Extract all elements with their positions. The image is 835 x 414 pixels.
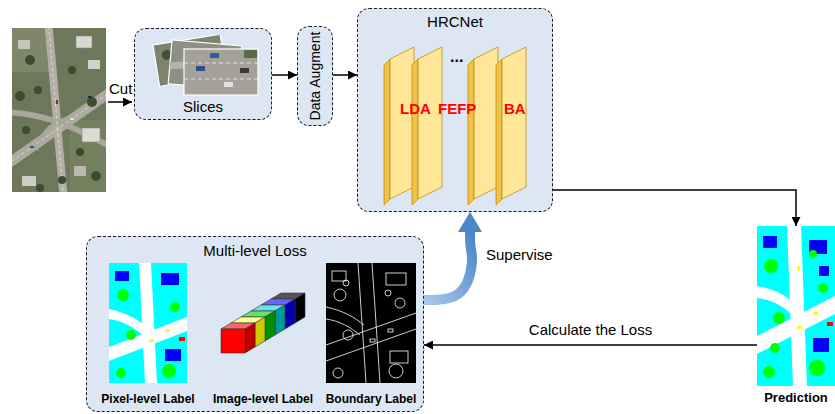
boundary-label-panel: Boundary Label xyxy=(321,263,421,409)
node-label: HRCNet xyxy=(427,13,483,30)
slice-stack xyxy=(144,35,262,97)
edge-label: Calculate the Loss xyxy=(527,321,654,338)
module-name: BA xyxy=(504,100,526,117)
prediction-map xyxy=(757,226,835,386)
flow-arrow xyxy=(272,74,297,76)
boundary-map xyxy=(326,263,416,383)
node-label: Slices xyxy=(183,98,223,115)
step-label: Cut xyxy=(109,80,132,97)
edge-label: Supervise xyxy=(484,246,555,263)
node-label: Image-level Label xyxy=(213,393,313,407)
prediction-panel: Prediction xyxy=(757,226,835,410)
pixel-label-panel: Pixel-level Label xyxy=(91,263,205,409)
pixel-label-map xyxy=(109,263,187,383)
image-label-panel: Image-level Label xyxy=(207,263,319,409)
node-label: Prediction xyxy=(764,391,828,406)
cut-arrow xyxy=(108,101,132,103)
augment-box: Data Augment xyxy=(297,26,333,126)
flow-arrow xyxy=(553,190,796,226)
node-label: Multi-level Loss xyxy=(203,242,306,259)
slices-box: Slices xyxy=(134,28,272,120)
vertical-label: Data Augment xyxy=(307,32,323,121)
module-name: LDA xyxy=(400,100,431,117)
module-name: FEFP xyxy=(438,100,476,117)
supervise-arrow xyxy=(424,232,472,300)
node-label: Boundary Label xyxy=(326,393,417,407)
aerial-photo xyxy=(12,28,106,192)
loss-box: Pixel-level Label Image-level Label xyxy=(86,236,424,412)
class-vector-cube xyxy=(207,263,319,383)
ellipsis-mark: ... xyxy=(450,48,463,66)
node-label: Pixel-level Label xyxy=(101,393,194,407)
flow-arrow xyxy=(333,74,357,76)
flow-arrow xyxy=(424,344,757,346)
